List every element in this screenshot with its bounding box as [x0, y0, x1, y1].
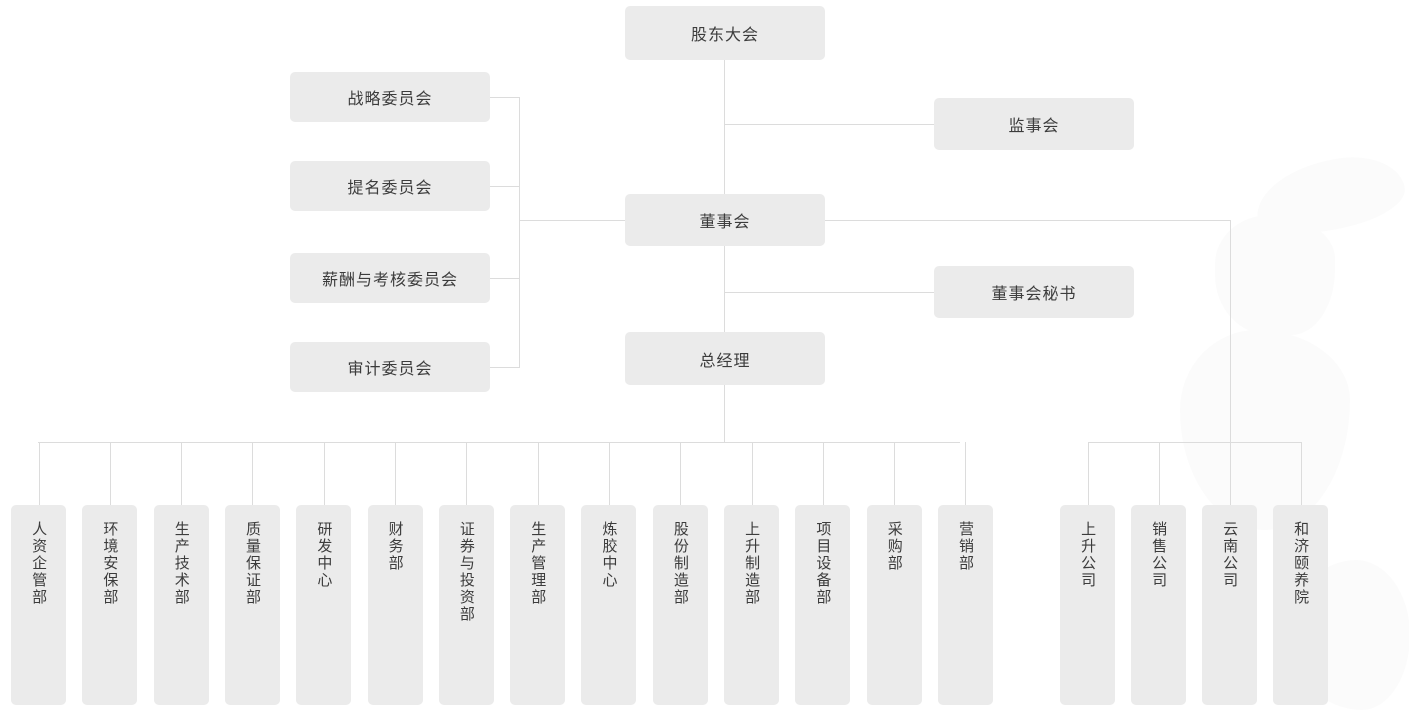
node-department-8[interactable]: 生产管理部 — [510, 505, 566, 705]
connector-department-drop — [751, 442, 753, 505]
department-label: 环境安保部 — [101, 521, 119, 606]
department-label: 生产管理部 — [529, 521, 547, 606]
node-shareholders-meeting[interactable]: 股东大会 — [625, 6, 825, 60]
department-label: 股份制造部 — [671, 521, 689, 606]
department-label: 研发中心 — [315, 521, 333, 589]
connector-department-drop — [109, 442, 111, 505]
node-department-12[interactable]: 项目设备部 — [795, 505, 851, 705]
node-department-3[interactable]: 生产技术部 — [153, 505, 209, 705]
connector-subsidiary-drop — [1300, 442, 1302, 505]
node-supervisory-board[interactable]: 监事会 — [934, 98, 1134, 150]
node-department-11[interactable]: 上升制造部 — [724, 505, 779, 705]
connector-subsidiary-drop — [1229, 442, 1231, 505]
node-department-6[interactable]: 财务部 — [367, 505, 423, 705]
connector-department-drop — [894, 442, 896, 505]
node-subsidiary-1[interactable]: 上升公司 — [1060, 505, 1115, 705]
node-committee-nomination[interactable]: 提名委员会 — [290, 161, 490, 211]
subsidiary-label: 云南公司 — [1221, 521, 1239, 589]
connector-department-drop — [822, 442, 824, 505]
department-label: 财务部 — [386, 521, 404, 572]
department-label: 生产技术部 — [172, 521, 190, 606]
subsidiary-label: 和济颐养院 — [1292, 521, 1310, 606]
node-subsidiary-2[interactable]: 销售公司 — [1131, 505, 1186, 705]
background-watermark-shape — [1180, 330, 1350, 530]
connector-board-to-general-manager — [724, 246, 725, 332]
department-label: 营销部 — [957, 521, 975, 572]
connector-department-drop — [965, 442, 967, 505]
connector-department-drop — [181, 442, 183, 505]
node-subsidiary-3[interactable]: 云南公司 — [1202, 505, 1257, 705]
node-department-4[interactable]: 质量保证部 — [224, 505, 280, 705]
connector-shareholders-to-board — [724, 60, 725, 194]
connector-department-drop — [38, 442, 40, 505]
background-watermark-shape — [1215, 215, 1335, 335]
node-committee-compensation-appraisal[interactable]: 薪酬与考核委员会 — [290, 253, 490, 303]
connector-department-drop — [466, 442, 468, 505]
background-watermark-shape — [1250, 149, 1409, 241]
connector-board-to-supervisory — [724, 124, 934, 125]
connector-committee-4 — [490, 367, 520, 368]
node-subsidiary-4[interactable]: 和济颐养院 — [1273, 505, 1328, 705]
connector-committee-2 — [490, 186, 520, 187]
node-department-7[interactable]: 证券与投资部 — [438, 505, 494, 705]
node-department-9[interactable]: 炼胶中心 — [581, 505, 637, 705]
node-board-secretary[interactable]: 董事会秘书 — [934, 266, 1134, 318]
connector-committee-bus — [519, 97, 520, 367]
subsidiary-label: 上升公司 — [1079, 521, 1097, 589]
department-label: 上升制造部 — [743, 521, 761, 606]
node-department-10[interactable]: 股份制造部 — [652, 505, 708, 705]
connector-department-drop — [395, 442, 396, 505]
node-department-1[interactable]: 人资企管部 — [11, 505, 66, 705]
node-department-13[interactable]: 采购部 — [866, 505, 922, 705]
connector-board-to-secretary — [724, 292, 934, 293]
node-department-2[interactable]: 环境安保部 — [82, 505, 138, 705]
department-label: 人资企管部 — [30, 521, 48, 606]
connector-committee-1 — [490, 97, 520, 98]
connector-subsidiary-drop — [1158, 442, 1160, 505]
connector-department-drop — [608, 442, 610, 505]
connector-subsidiary-bus — [1088, 442, 1301, 443]
node-department-5[interactable]: 研发中心 — [296, 505, 352, 705]
node-general-manager[interactable]: 总经理 — [625, 332, 825, 385]
connector-board-to-subsidiary-branch — [825, 220, 1230, 221]
node-department-14[interactable]: 营销部 — [937, 505, 993, 705]
subsidiary-label: 销售公司 — [1150, 521, 1168, 589]
node-committee-audit[interactable]: 审计委员会 — [290, 342, 490, 392]
connector-department-drop — [537, 442, 539, 505]
department-label: 证券与投资部 — [457, 521, 475, 623]
connector-department-drop — [323, 442, 325, 505]
node-board-of-directors[interactable]: 董事会 — [625, 194, 825, 246]
node-committee-strategy[interactable]: 战略委员会 — [290, 72, 490, 122]
department-label: 炼胶中心 — [600, 521, 618, 589]
connector-department-drop — [252, 442, 254, 505]
connector-subsidiary-drop — [1230, 220, 1231, 442]
connector-gm-to-department-bus — [724, 385, 725, 442]
connector-department-bus — [38, 442, 960, 443]
connector-committee-3 — [490, 278, 520, 279]
connector-subsidiary-drop — [1087, 442, 1089, 505]
department-label: 项目设备部 — [814, 521, 832, 606]
connector-department-drop — [680, 442, 682, 505]
department-label: 采购部 — [885, 521, 903, 572]
connector-committees-to-board — [519, 220, 626, 221]
department-label: 质量保证部 — [244, 521, 262, 606]
